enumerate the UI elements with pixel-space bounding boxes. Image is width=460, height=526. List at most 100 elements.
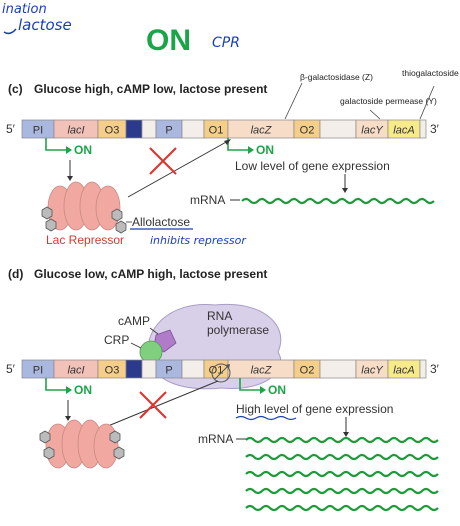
allolactose-label: Allolactose bbox=[132, 215, 190, 229]
mrna-label-c: mRNA bbox=[190, 193, 225, 207]
operon-dna-c: PI lacI O3 P O1 lacZ O2 lacY lacA bbox=[21, 119, 427, 139]
dna-d-segment-13 bbox=[419, 359, 427, 379]
inhibition-x-c bbox=[149, 147, 177, 175]
allolactose-molecules-c bbox=[41, 206, 127, 234]
repressor-label: Lac Repressor bbox=[46, 233, 124, 247]
dna-d-label-lacZ: lacZ bbox=[251, 365, 273, 377]
handwritten-note-line2: lactose bbox=[18, 16, 72, 34]
polymerase-direction-arrowhead bbox=[225, 364, 230, 369]
rnap-label-line2: polymerase bbox=[207, 323, 269, 337]
dna-c-segment-3 bbox=[125, 119, 143, 139]
panel-d-letter: (d) bbox=[8, 267, 23, 281]
on-arrow-lacZ-d bbox=[239, 378, 260, 391]
dna-d-segment-3 bbox=[125, 359, 143, 379]
dna-c-label-P: P bbox=[165, 125, 172, 137]
mrna-wave-d-1 bbox=[245, 436, 439, 444]
polymerase-active-site bbox=[211, 363, 231, 383]
lacI-to-repressor-arrowhead-c bbox=[67, 176, 73, 181]
dna-d-label-P: P bbox=[165, 365, 172, 377]
panel-c-heading: Glucose high, cAMP low, lactose present bbox=[34, 82, 267, 96]
rnap-label-line1: RNA bbox=[207, 309, 232, 323]
expression-text-c: Low level of gene expression bbox=[235, 159, 390, 173]
permease-pointer bbox=[369, 109, 381, 120]
five-prime-c: 5′ bbox=[6, 122, 16, 136]
dna-c-label-lacZ: lacZ bbox=[251, 125, 273, 137]
mrna-wave-d-5 bbox=[245, 504, 439, 512]
camp-label: cAMP bbox=[118, 314, 150, 328]
dna-d-label-lacA: lacA bbox=[393, 365, 414, 377]
high-level-underline bbox=[235, 415, 297, 421]
three-prime-d: 3′ bbox=[430, 362, 440, 376]
panel-d-heading: Glucose low, cAMP high, lactose present bbox=[34, 267, 267, 281]
panel-c-letter: (c) bbox=[8, 82, 23, 96]
mrna-wave-d-3 bbox=[245, 470, 439, 478]
dna-c-label-O3: O3 bbox=[105, 125, 120, 137]
five-prime-d: 5′ bbox=[6, 362, 16, 376]
repressor-to-operator-line-d bbox=[107, 380, 219, 427]
handwritten-stroke bbox=[3, 28, 17, 35]
operon-dna-d: PI lacI O3 P O1 lacZ O2 lacY lacA bbox=[21, 359, 427, 379]
repressor-line-arrowhead-c bbox=[224, 139, 231, 145]
inhibits-repressor-note: inhibits repressor bbox=[150, 234, 247, 247]
dna-d-label-O2: O2 bbox=[300, 365, 315, 377]
dna-d-label-PI: PI bbox=[33, 365, 43, 377]
mrna-wave-d-4 bbox=[245, 487, 439, 495]
on-arrow-lacI-c bbox=[45, 138, 66, 151]
dna-d-segment-4 bbox=[141, 359, 157, 379]
polymerase-direction-arrow bbox=[214, 365, 229, 380]
dna-c-label-lacA: lacA bbox=[393, 125, 414, 137]
expression-arrowhead-d bbox=[343, 432, 349, 437]
b-galactosidase-label: β-galactosidase (Z) bbox=[300, 72, 373, 82]
dna-d-segment-10 bbox=[319, 359, 357, 379]
on-arrowhead-lacZ-c bbox=[248, 146, 254, 154]
page-title: ON bbox=[146, 24, 191, 57]
on-arrowhead-lacZ-d bbox=[260, 386, 266, 394]
inhibition-x-d bbox=[139, 391, 167, 419]
b-galactosidase-pointer bbox=[284, 82, 303, 120]
dna-d-label-O1: O1 bbox=[209, 365, 224, 377]
dna-c-segment-4 bbox=[141, 119, 157, 139]
on-label-lacZ-c: ON bbox=[256, 143, 274, 157]
lac-repressor-d bbox=[45, 419, 119, 469]
on-label-lacI-d: ON bbox=[74, 383, 92, 397]
mrna-label-d: mRNA bbox=[198, 432, 233, 446]
handwritten-note-line1: ination bbox=[2, 2, 47, 17]
crp-pointer bbox=[130, 342, 142, 349]
mrna-wave-d-2 bbox=[245, 453, 439, 461]
allolactose-molecules-d bbox=[39, 430, 125, 460]
repressor-to-operator-line-c bbox=[127, 140, 229, 198]
dna-c-label-lacY: lacY bbox=[361, 125, 383, 137]
on-arrow-lacI-d bbox=[45, 378, 66, 391]
dna-c-label-O1: O1 bbox=[209, 125, 224, 137]
dna-c-label-O2: O2 bbox=[300, 125, 315, 137]
dna-d-label-O3: O3 bbox=[105, 365, 120, 377]
mrna-waves-d bbox=[236, 436, 439, 512]
three-prime-c: 3′ bbox=[430, 122, 440, 136]
dna-c-segment-13 bbox=[419, 119, 427, 139]
on-label-lacZ-d: ON bbox=[268, 383, 286, 397]
mrna-wave-c bbox=[241, 197, 435, 205]
lac-repressor-c bbox=[47, 181, 121, 231]
transacetylase-pointer bbox=[419, 85, 435, 120]
dna-c-label-lacI: lacI bbox=[67, 125, 84, 137]
crp-handwritten-note: CPR bbox=[212, 35, 240, 51]
permease-label: galactoside permease (Y) bbox=[340, 96, 437, 106]
dna-c-label-PI: PI bbox=[33, 125, 43, 137]
dna-c-segment-10 bbox=[319, 119, 357, 139]
on-label-lacI-c: ON bbox=[74, 143, 92, 157]
on-arrowhead-lacI-d bbox=[66, 386, 72, 394]
expression-arrowhead-c bbox=[342, 188, 348, 193]
camp-pointer bbox=[149, 327, 159, 335]
on-arrowhead-lacI-c bbox=[66, 146, 72, 154]
on-arrow-lacZ-c bbox=[227, 138, 248, 151]
transacetylase-label: thiogalactoside transacetylase bbox=[402, 68, 460, 78]
dna-c-segment-6 bbox=[181, 119, 205, 139]
dna-d-segment-6 bbox=[181, 359, 205, 379]
dna-d-label-lacI: lacI bbox=[67, 365, 84, 377]
dna-d-label-lacY: lacY bbox=[361, 365, 383, 377]
crp-label: CRP bbox=[104, 333, 129, 347]
lacI-to-repressor-arrowhead-d bbox=[65, 416, 71, 421]
expression-text-d: High level of gene expression bbox=[236, 402, 393, 416]
